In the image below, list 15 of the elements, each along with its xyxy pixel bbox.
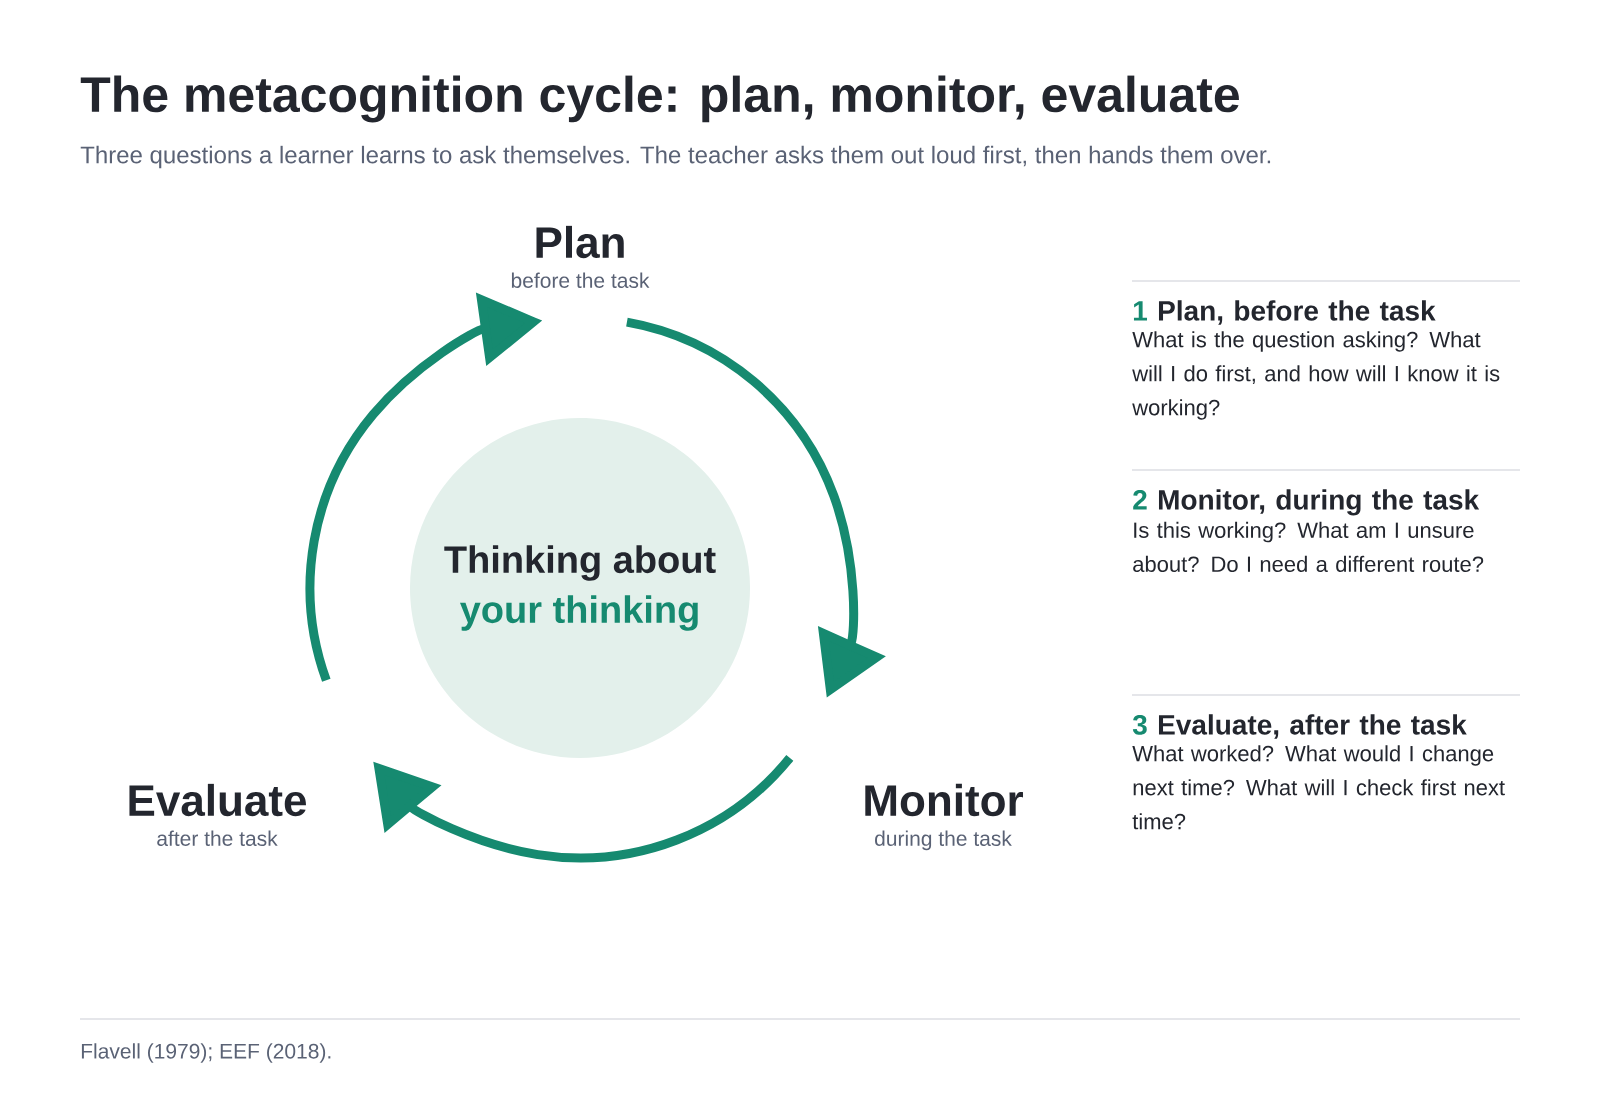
subtitle: Three questions a learner learns to ask themselves. The teacher asks them out loud first, then hands them over. (80, 145, 1271, 169)
step-heading: 2 Monitor, during the task (1133, 489, 1480, 516)
stage-note: before the task (511, 272, 650, 288)
stage-note: after the task (157, 830, 278, 846)
step-questions: What worked? What would I change next time? What will I check first next time? (1132, 745, 1505, 830)
stage-label: Monitor (865, 783, 1023, 817)
step-heading: 3 Evaluate, after the task (1132, 714, 1467, 739)
source-note: Flavell (1979); EEF (2018). (81, 1043, 331, 1063)
stage-label: Evaluate (129, 783, 306, 817)
stage-label: Plan (536, 225, 624, 259)
step-heading: 1 Plan, before the task (1133, 300, 1436, 325)
title: The metacognition cycle: plan, monitor, evaluate (80, 75, 1239, 123)
step-questions: What is the question asking? What will I do first, and how will I know it is working? (1132, 331, 1500, 420)
stage-note: during the task (875, 830, 1012, 851)
step-questions: Is this working? What am I unsure about? Do I need a different route? (1133, 521, 1484, 572)
